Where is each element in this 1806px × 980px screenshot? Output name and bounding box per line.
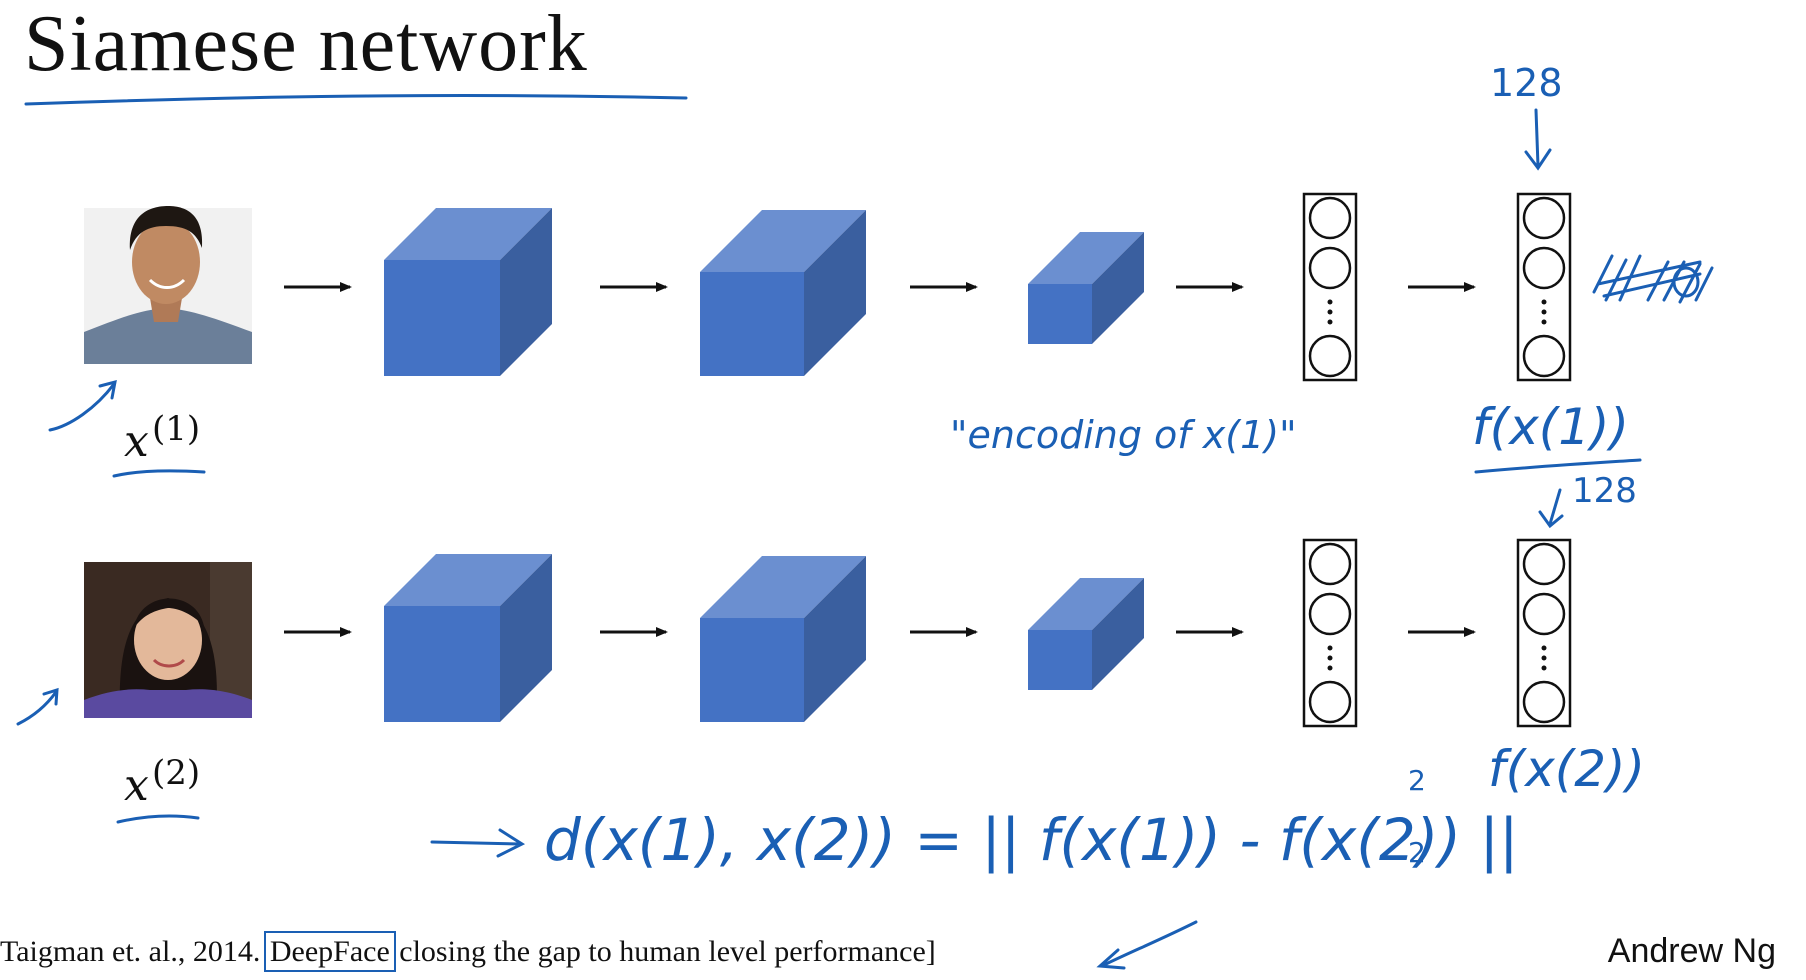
citation-suffix: closing the gap to human level performan…: [391, 935, 936, 968]
row1-encoding-layer: [1516, 192, 1572, 382]
pointer-arrow-2-icon: [16, 687, 59, 726]
citation-highlight: DeepFace: [263, 931, 396, 972]
formula-arrow-icon: [430, 828, 526, 858]
face-photo-woman: [84, 562, 252, 718]
slide-title: Siamese network: [24, 0, 588, 88]
svg-text:(2): (2): [152, 753, 200, 793]
author-name: Andrew Ng: [1607, 932, 1776, 970]
row2-conv-volume-2: [700, 556, 866, 722]
norm-superscript: 2: [1408, 764, 1426, 797]
face-photo-man: [84, 206, 252, 364]
f-x2-label: f(x(2)): [1488, 740, 1645, 798]
svg-text:x: x: [124, 416, 149, 467]
neuron-ellipsis: [1327, 299, 1547, 671]
title-underline: [24, 94, 688, 106]
dim-arrow-top-icon: [1524, 108, 1552, 171]
dim-label-bottom: 128: [1572, 471, 1637, 511]
row1-conv-volume-1: [384, 208, 552, 376]
input-label-1: x (1): [124, 409, 200, 467]
encoding-note: "encoding of x(1)": [950, 413, 1297, 457]
input-label-1-underline: [112, 469, 206, 478]
distance-formula: d(x(1), x(2)) = || f(x(1)) - f(x(2)) ||: [544, 806, 1519, 874]
row1-conv-volume-3: [1028, 232, 1144, 344]
row1-fc-layer: [1302, 192, 1358, 382]
row2-conv-volume-3: [1028, 578, 1144, 690]
svg-text:(1): (1): [152, 409, 200, 449]
f-x1-underline: [1474, 458, 1642, 474]
norm-subscript: 2: [1408, 836, 1426, 869]
row1-conv-volume-2: [700, 210, 866, 376]
citation: Taigman et. al., 2014. DeepFace closing …: [0, 931, 936, 972]
scribble-marks: [1592, 254, 1714, 304]
input-label-2-underline: [116, 814, 200, 824]
row2-fc-layer: [1302, 538, 1358, 728]
f-x1-label: f(x(1)): [1472, 398, 1629, 456]
pointer-arrow-1-icon: [48, 379, 117, 432]
dim-arrow-bottom-icon: [1538, 488, 1564, 529]
svg-text:x: x: [124, 760, 149, 811]
row2-encoding-layer: [1516, 538, 1572, 728]
row2-conv-volume-1: [384, 554, 552, 722]
input-label-2: x (2): [124, 753, 200, 811]
citation-pointer-arrow-icon: [1096, 920, 1198, 970]
citation-prefix: Taigman et. al., 2014.: [0, 935, 268, 968]
dim-label-top: 128: [1490, 61, 1563, 105]
